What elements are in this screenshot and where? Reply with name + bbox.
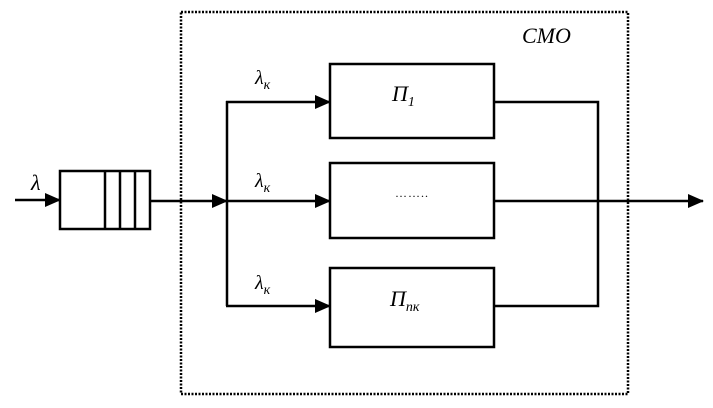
system-boundary xyxy=(179,10,630,396)
system-label: CMO xyxy=(522,23,571,48)
device-output-line xyxy=(494,100,600,201)
service-device-ellipsis xyxy=(328,161,496,240)
device-label: П1 xyxy=(391,81,415,110)
service-device-n xyxy=(328,266,496,349)
queue-buffer xyxy=(58,169,152,231)
branch-3: λк Пnк xyxy=(226,201,600,349)
service-device-1 xyxy=(328,62,496,140)
device-label: Пnк xyxy=(389,286,420,315)
branch-1: λк П1 xyxy=(226,62,600,201)
device-ellipsis-label: …….. xyxy=(395,186,429,200)
device-output-line xyxy=(494,201,600,308)
branch-rate-label: λк xyxy=(254,272,271,298)
input-rate-label: λ xyxy=(30,170,41,195)
branch-rate-label: λк xyxy=(254,67,271,93)
branch-2: λк …….. xyxy=(227,161,598,240)
branch-rate-label: λк xyxy=(254,170,271,196)
